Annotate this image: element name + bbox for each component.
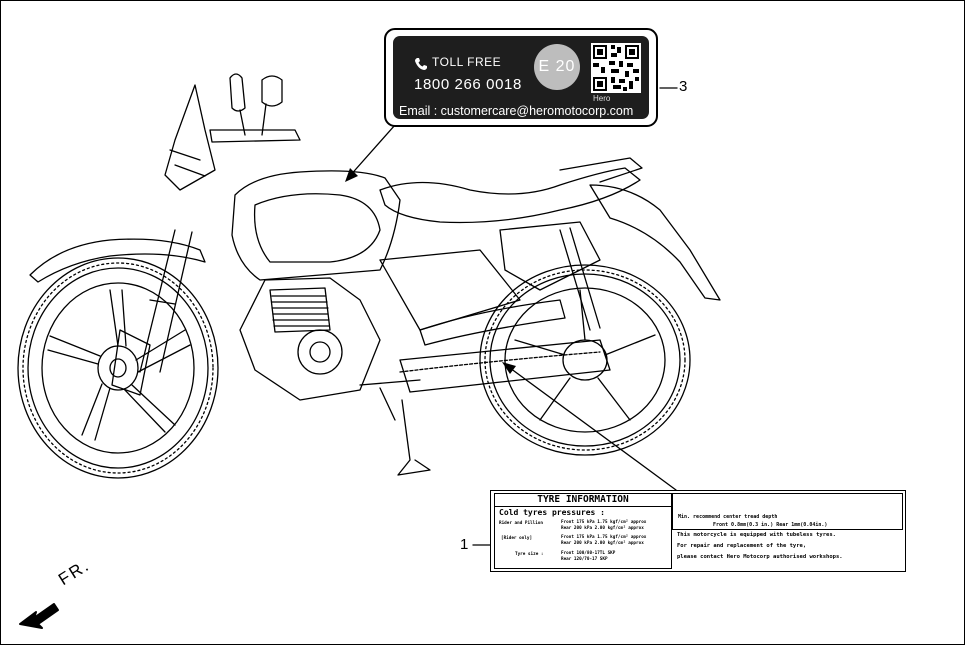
tread-depth-values: Front 0.8mm(0.3 in.) Rear 1mm(0.04in.) (713, 522, 828, 528)
phone-icon (415, 58, 427, 70)
toll-free-label: TOLL FREE 1800 266 0018 E 20 Hero Email … (384, 28, 658, 127)
row-front: Front 175 kPa 1.75 kgf/cm² approx (561, 520, 647, 525)
row-rear: Rear 200 kPa 2.00 kgf/cm² approx (561, 526, 644, 531)
seat (379, 167, 641, 224)
front-mudguard (29, 238, 206, 283)
row-who: Rider and Pillion (499, 521, 543, 526)
row-rear: Rear 200 kPa 2.00 kgf/cm² approx (561, 541, 644, 546)
tubeless-line: please contact Hero Motocorp authorised … (677, 554, 843, 560)
tyre-pressure-panel: TYRE INFORMATION Cold tyres pressures : … (494, 493, 672, 569)
e20-badge: E 20 (534, 44, 580, 90)
front-wheel (17, 257, 219, 479)
row-rear: Rear 120/70-17 SKP (561, 557, 608, 562)
brand-mark: Hero (593, 94, 611, 103)
tubeless-line: For repair and replacement of the tyre, (677, 543, 807, 549)
qr-code (591, 43, 641, 93)
callout-number-1: 1 (460, 536, 469, 553)
engine (239, 277, 381, 401)
tubeless-line: This motorcycle is equipped with tubeles… (677, 532, 836, 538)
rear-wheel (479, 264, 691, 456)
tyre-information-label: TYRE INFORMATION Cold tyres pressures : … (490, 490, 906, 572)
customer-care-email: Email : customercare@heromotocorp.com (399, 104, 634, 118)
front-direction-arrow-icon (19, 603, 59, 629)
tyre-info-title: TYRE INFORMATION (495, 494, 671, 507)
row-front: Front 175 kPa 1.75 kgf/cm² approx (561, 535, 647, 540)
toll-free-number: 1800 266 0018 (414, 76, 522, 93)
tyre-notes-panel: Min. recommend center tread depth Front … (672, 493, 903, 567)
tread-depth-heading: Min. recommend center tread depth (678, 514, 778, 520)
tread-depth-box: Min. recommend center tread depth Front … (672, 493, 903, 530)
toll-free-heading: TOLL FREE (432, 55, 502, 69)
cold-pressure-heading: Cold tyres pressures : (499, 508, 605, 517)
toll-free-label-panel: TOLL FREE 1800 266 0018 E 20 Hero Email … (393, 36, 649, 119)
row-who: [Rider only] (501, 536, 533, 541)
row-front: Front 100/80-17TL SKP (561, 551, 616, 556)
tubeless-notice: This motorcycle is equipped with tubeles… (672, 530, 901, 567)
row-who: Tyre size : (515, 552, 544, 557)
fuel-tank (231, 170, 401, 281)
callout-number-3: 3 (679, 78, 688, 95)
